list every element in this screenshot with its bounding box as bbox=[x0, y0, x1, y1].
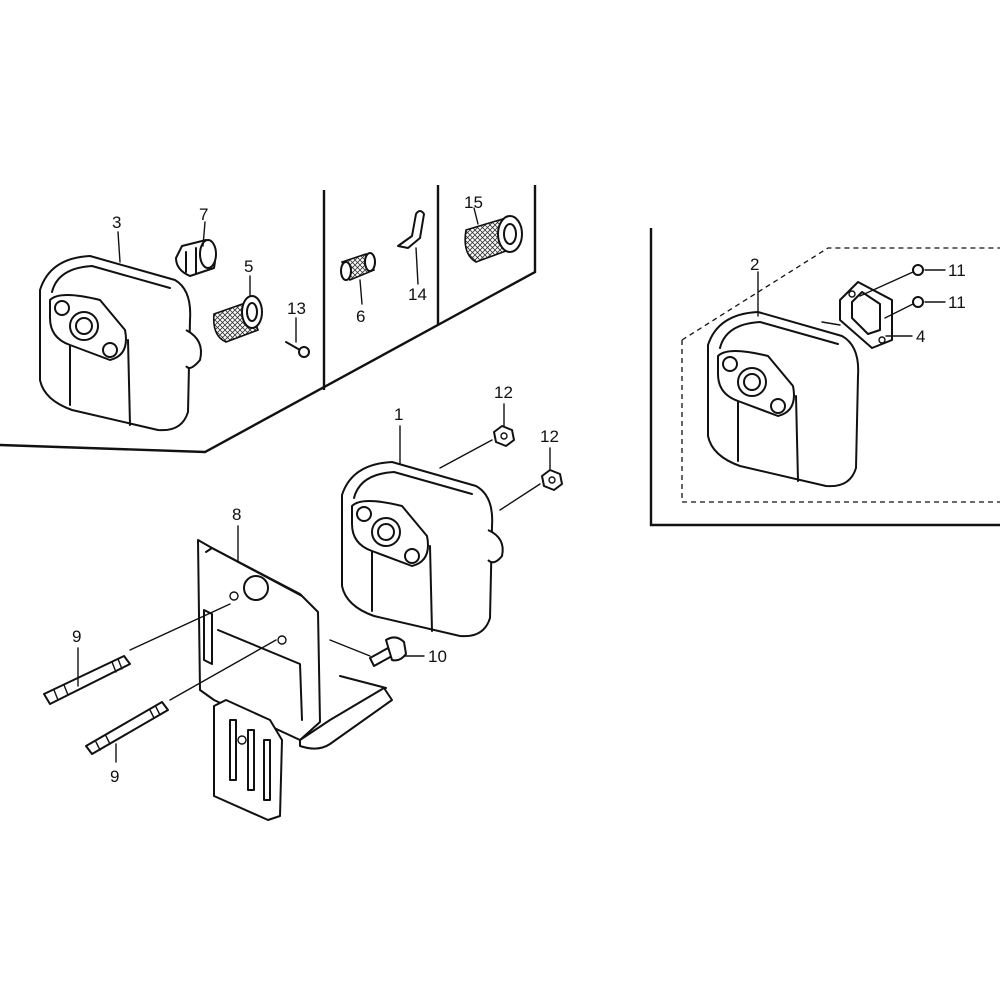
callout-13: 13 bbox=[287, 299, 306, 318]
callout-12-lower: 12 bbox=[540, 427, 559, 446]
part-8-heat-shield-bracket bbox=[197, 539, 393, 750]
part-10-bolt bbox=[329, 636, 407, 667]
callout-11-upper: 11 bbox=[948, 261, 966, 280]
callout-9-lower: 9 bbox=[110, 767, 119, 786]
muffler-part-1 bbox=[341, 461, 504, 638]
top-left-frame bbox=[0, 185, 537, 454]
part-14-clip bbox=[397, 210, 425, 249]
muffler-part-3 bbox=[39, 255, 202, 432]
part-6-screen bbox=[340, 252, 376, 282]
callout-7: 7 bbox=[199, 205, 208, 224]
callout-12-upper: 12 bbox=[494, 383, 513, 402]
callout-10: 10 bbox=[428, 647, 447, 666]
part-4-gasket bbox=[839, 281, 893, 349]
callout-labels: 3 7 5 13 6 14 15 2 11 11 4 1 12 12 8 9 9… bbox=[72, 193, 966, 786]
part-9-studs bbox=[43, 603, 277, 755]
callout-1: 1 bbox=[394, 405, 403, 424]
callout-2: 2 bbox=[750, 255, 759, 274]
callout-6: 6 bbox=[356, 307, 365, 326]
callout-14: 14 bbox=[408, 285, 427, 304]
part-11-screws bbox=[821, 264, 924, 326]
callout-9-upper: 9 bbox=[72, 627, 81, 646]
callout-15: 15 bbox=[464, 193, 483, 212]
part-7-spark-arrester-cap bbox=[175, 239, 217, 277]
callout-5: 5 bbox=[244, 257, 253, 276]
callout-11-lower: 11 bbox=[948, 293, 966, 312]
part-13-screw bbox=[285, 341, 310, 358]
part-12-nuts bbox=[439, 425, 563, 511]
right-frame bbox=[649, 228, 1000, 527]
part-5-spark-arrester-screen bbox=[212, 295, 263, 343]
callout-3: 3 bbox=[112, 213, 121, 232]
callout-4: 4 bbox=[916, 327, 925, 346]
part-15-screen bbox=[464, 215, 523, 263]
lower-plate bbox=[213, 699, 283, 821]
callout-8: 8 bbox=[232, 505, 241, 524]
leader-lines bbox=[77, 207, 946, 763]
muffler-part-2 bbox=[707, 311, 860, 488]
